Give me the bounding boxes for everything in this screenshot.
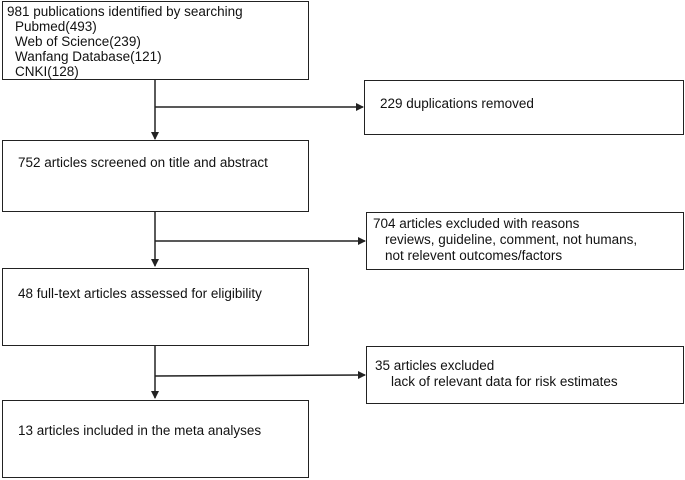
arrow-to-excluded-fulltext (154, 371, 366, 380)
box-identified: 981 publications identified by searching… (2, 1, 309, 80)
identified-total: 981 publications identified by searching (7, 4, 243, 19)
fulltext-text: 48 full-text articles assessed for eligi… (18, 286, 262, 301)
box-excluded-screen: 704 articles excluded with reasons revie… (366, 212, 684, 270)
screened-text: 752 articles screened on title and abstr… (18, 155, 268, 170)
excluded-screen-count: 704 articles excluded with reasons (373, 216, 580, 231)
source-cnki: CNKI(128) (15, 64, 79, 79)
box-excluded-fulltext: 35 articles excluded lack of relevant da… (366, 346, 684, 404)
source-web-of-science: Web of Science(239) (15, 34, 141, 49)
included-text: 13 articles included in the meta analyse… (18, 423, 262, 438)
source-wanfang: Wanfang Database(121) (15, 49, 162, 64)
excluded-fulltext-count: 35 articles excluded (375, 358, 495, 373)
excluded-screen-reasons-1: reviews, guideline, comment, not humans, (385, 232, 638, 247)
source-pubmed: Pubmed(493) (15, 19, 97, 34)
duplicates-text: 229 duplications removed (380, 96, 534, 111)
excluded-fulltext-reason: lack of relevant data for risk estimates (391, 374, 618, 389)
box-fulltext: 48 full-text articles assessed for eligi… (2, 268, 309, 346)
box-duplicates: 229 duplications removed (364, 80, 684, 135)
excluded-screen-reasons-2: not relevent outcomes/factors (385, 248, 563, 263)
box-included: 13 articles included in the meta analyse… (2, 400, 309, 478)
box-screened: 752 articles screened on title and abstr… (2, 140, 309, 212)
